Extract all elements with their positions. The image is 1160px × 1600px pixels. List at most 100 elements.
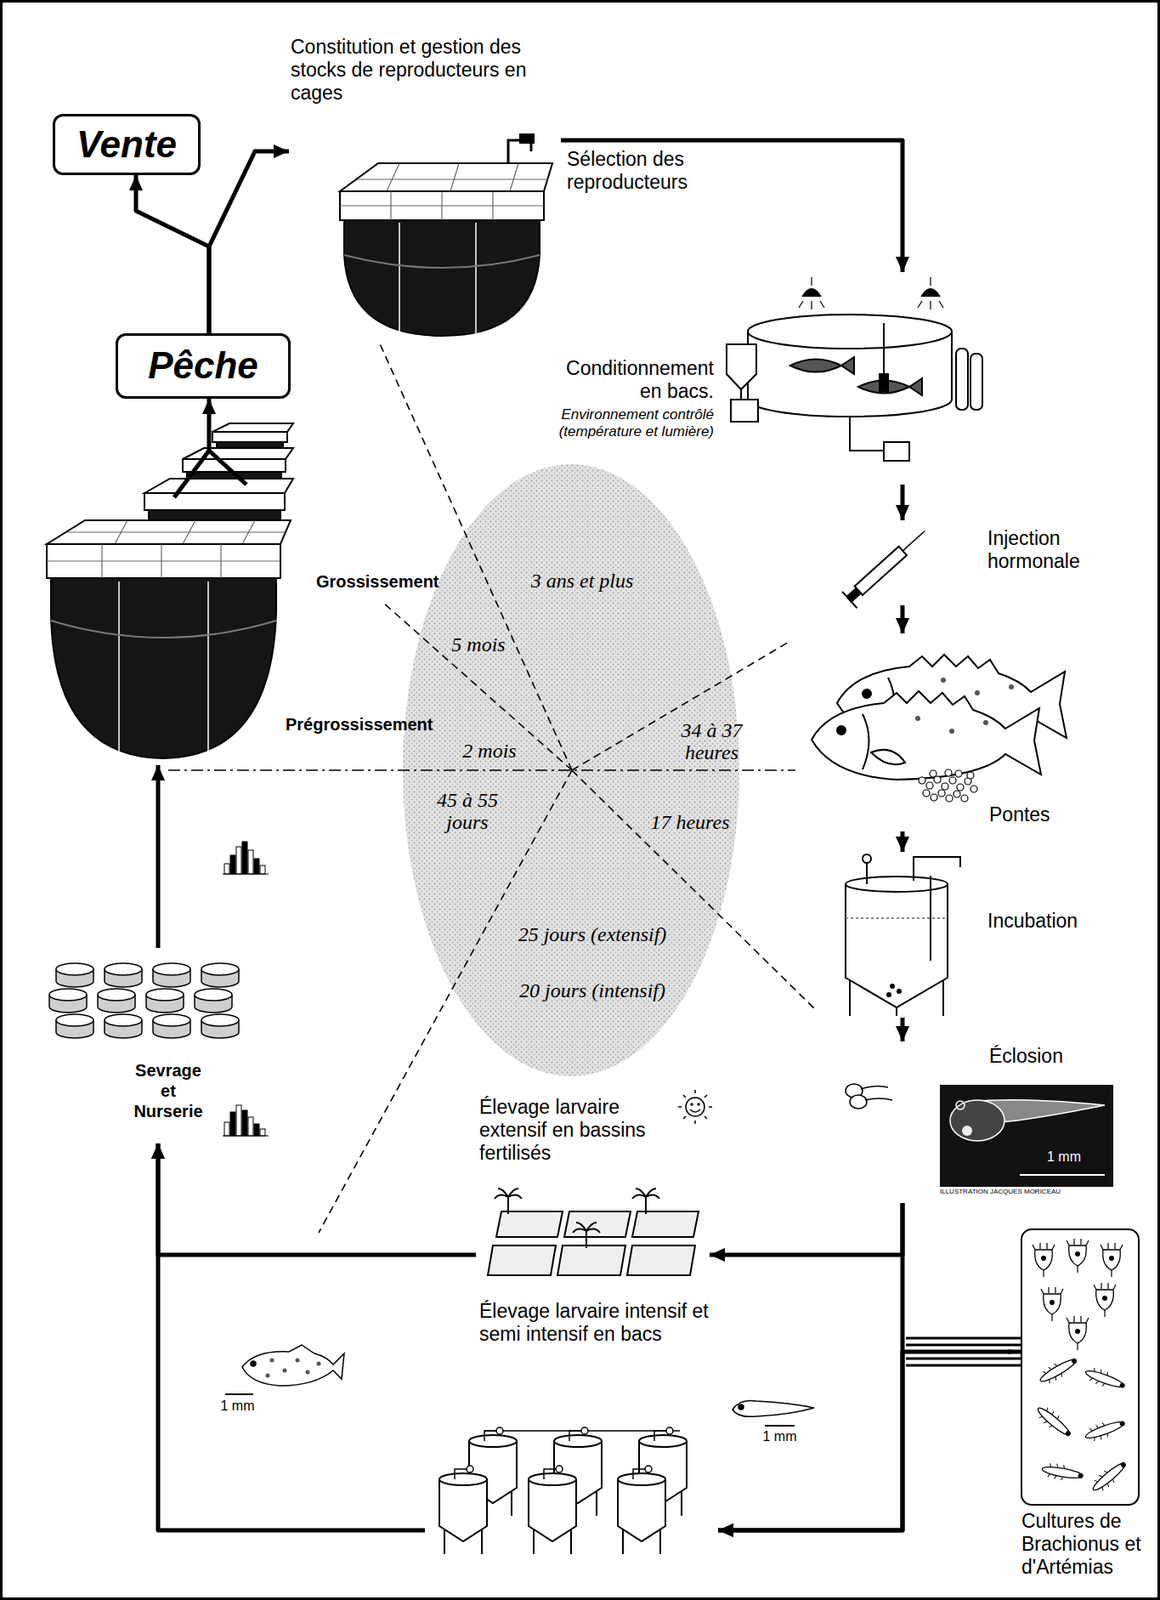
grow-out-cages bbox=[212, 431, 288, 442]
label-slot: 45 à 55 jours bbox=[429, 788, 506, 834]
label-slot: 34 à 37 heures bbox=[671, 718, 753, 764]
size-histogram bbox=[222, 873, 269, 875]
label-slot: 3 ans et plus bbox=[509, 569, 655, 592]
conditioning-tank bbox=[790, 356, 855, 374]
conditioning-tank bbox=[970, 353, 983, 410]
conditioning-tank bbox=[917, 277, 944, 310]
box-label: Pêche bbox=[147, 345, 259, 386]
rearing-tanks bbox=[528, 1465, 577, 1554]
live-feed-culture bbox=[1066, 1315, 1089, 1350]
nursery-tanks bbox=[201, 962, 239, 987]
egg-cluster bbox=[949, 776, 957, 784]
sun-icon bbox=[690, 1103, 693, 1105]
juvenile-drawing bbox=[242, 1344, 345, 1386]
live-feed-culture bbox=[1100, 1242, 1123, 1277]
broodstock-cage bbox=[339, 163, 553, 192]
broodstock-fish bbox=[949, 728, 955, 734]
juvenile-drawing bbox=[282, 1368, 288, 1373]
larva-icon bbox=[845, 1083, 893, 1109]
broodstock-fish bbox=[862, 689, 872, 698]
extensive-rearing-stage: Élevage larvaire extensif en bassins fer… bbox=[475, 1092, 710, 1290]
size-histogram bbox=[230, 1111, 236, 1136]
label-slot: 5 mois bbox=[447, 633, 510, 656]
edge-label-slot: Sélection des reproducteurs bbox=[566, 147, 763, 194]
incubator bbox=[845, 876, 948, 892]
stage-label: Prégrossissement bbox=[285, 713, 456, 735]
broodstock-cage bbox=[508, 140, 532, 164]
incubator bbox=[865, 862, 868, 884]
broodstock-stage: Constitution et gestion des stocks de re… bbox=[288, 32, 561, 340]
egg-cluster bbox=[918, 776, 926, 784]
incubator bbox=[862, 854, 872, 863]
live-feed-culture bbox=[1088, 1456, 1131, 1495]
broodstock-cage bbox=[399, 222, 476, 334]
larva-plate bbox=[939, 1084, 1114, 1187]
juvenile-drawing bbox=[265, 1373, 271, 1378]
text-slot: Prégrossissement bbox=[285, 713, 456, 735]
larva-plate bbox=[939, 1084, 1114, 1187]
text-slot: Éclosion bbox=[989, 1044, 1109, 1068]
larva-icon bbox=[865, 1097, 893, 1100]
conditioning-tank bbox=[849, 416, 884, 451]
size-histogram bbox=[222, 841, 269, 874]
broodstock-fish bbox=[915, 715, 921, 721]
text-slot: Constitution et gestion des stocks de re… bbox=[290, 35, 546, 105]
box-label: Vente bbox=[76, 124, 177, 165]
fertilised-ponds bbox=[572, 1222, 600, 1248]
incubator bbox=[887, 992, 891, 996]
conditioning-tank bbox=[747, 314, 952, 349]
nursery-tanks bbox=[49, 988, 87, 1013]
nursery-tanks bbox=[97, 988, 136, 1013]
larva-plate bbox=[956, 1100, 965, 1110]
size-histogram bbox=[236, 1104, 242, 1136]
egg-cluster bbox=[956, 783, 964, 791]
fertilised-ponds bbox=[487, 1188, 699, 1275]
grow-out-cages bbox=[50, 577, 277, 759]
nursery-tanks bbox=[104, 962, 142, 987]
conditioning-stage: Conditionnement en bacs.Environnement co… bbox=[509, 271, 986, 485]
egg-cluster bbox=[944, 769, 952, 776]
spawning-stage: Pontes bbox=[798, 633, 1122, 832]
duration-label: 17 heures bbox=[639, 810, 742, 833]
broodstock-fish bbox=[983, 719, 989, 725]
grow-out-cages bbox=[144, 492, 285, 510]
size-histogram bbox=[248, 849, 254, 874]
duration-label: 3 ans et plus bbox=[509, 569, 655, 592]
broodstock-cage bbox=[339, 191, 544, 221]
sun-icon bbox=[678, 1089, 713, 1124]
live-feed-culture bbox=[1093, 1282, 1116, 1317]
syringe bbox=[902, 531, 925, 551]
incubator bbox=[845, 854, 961, 1016]
fertilised-ponds bbox=[557, 1244, 626, 1275]
duration-label: 20 jours (intensif) bbox=[503, 978, 682, 1002]
live-feed-culture bbox=[1041, 1460, 1085, 1483]
grow-out-cages bbox=[174, 420, 247, 498]
sector-divider bbox=[571, 640, 791, 770]
text-slot: Injection hormonale bbox=[987, 526, 1115, 573]
egg-cluster bbox=[929, 769, 937, 777]
broodstock-cage bbox=[344, 219, 540, 336]
stage-label: Injection hormonale bbox=[987, 526, 1115, 573]
fertilised-ponds bbox=[627, 1244, 696, 1275]
live-feed-culture bbox=[1082, 1414, 1127, 1444]
conditioning-tank bbox=[730, 399, 759, 422]
nursery-stage: Sevrage et Nurserie bbox=[46, 947, 277, 1144]
text-slot: Grossissement bbox=[316, 571, 461, 592]
broodstock-fish bbox=[940, 677, 946, 683]
text-slot: Sevrage et Nurserie bbox=[129, 1059, 208, 1121]
flow-arrow bbox=[900, 1017, 906, 1042]
live-feed-stage: Cultures de Brachionus et d'Artémias bbox=[1011, 1227, 1155, 1585]
egg-cluster bbox=[953, 790, 961, 798]
duration-label: 5 mois bbox=[447, 633, 510, 656]
egg-cluster bbox=[941, 782, 949, 790]
stage-label: Pontes bbox=[989, 803, 1109, 827]
live-feed-culture bbox=[1021, 1228, 1139, 1505]
duration-label: 25 jours (extensif) bbox=[503, 922, 682, 945]
live-feed-culture bbox=[1036, 1352, 1081, 1387]
incubator bbox=[845, 883, 948, 1008]
broodstock-fish bbox=[837, 725, 846, 735]
label-slot: 1 mm bbox=[214, 1397, 261, 1414]
conditioning-tank bbox=[922, 288, 940, 296]
stage-label: Incubation bbox=[987, 909, 1111, 933]
